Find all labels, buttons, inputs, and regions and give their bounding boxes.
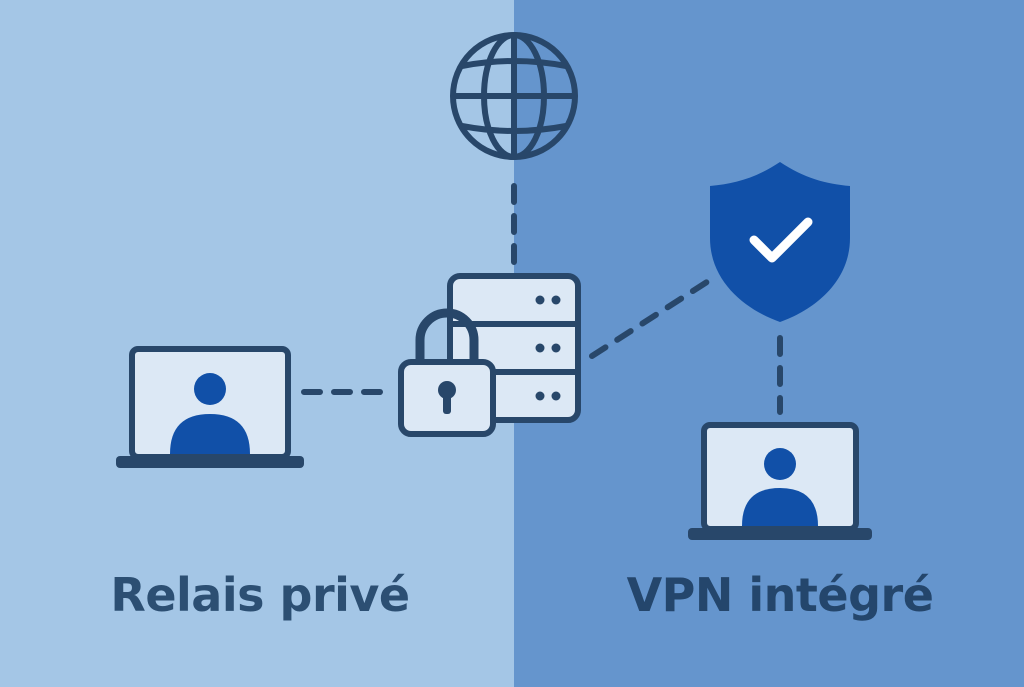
- connectors: [301, 183, 783, 415]
- shield-check-icon: [710, 162, 850, 322]
- laptop-right-icon: [688, 422, 872, 540]
- right-panel-integrated-vpn: [514, 0, 1024, 687]
- padlock-icon: [398, 308, 496, 437]
- laptop-left-icon: [116, 346, 304, 468]
- left-panel-private-relay: [0, 0, 514, 687]
- label-private-relay: Relais privé: [110, 568, 410, 622]
- label-integrated-vpn: VPN intégré: [626, 568, 934, 622]
- connector-server-shield: [589, 277, 713, 359]
- globe-icon: [450, 32, 578, 160]
